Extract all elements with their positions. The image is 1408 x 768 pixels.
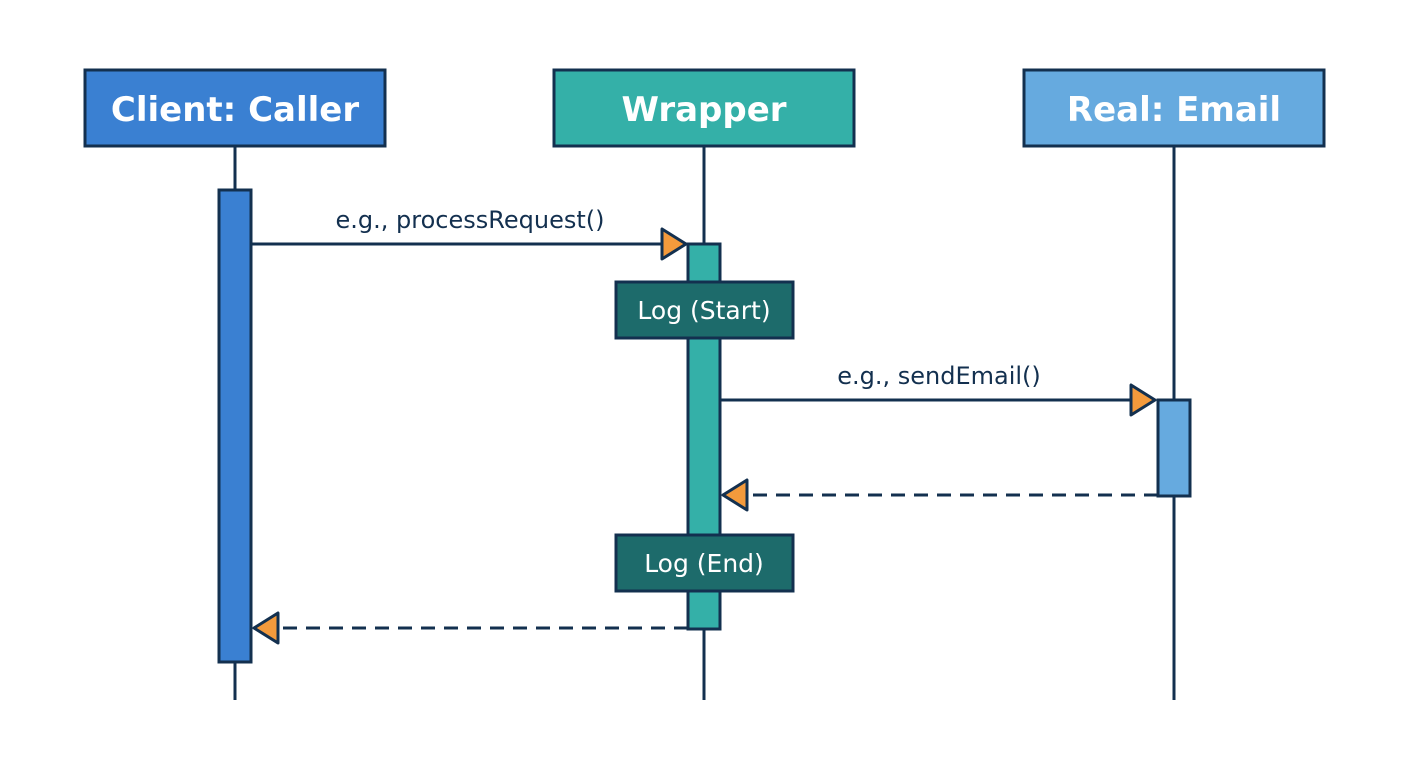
note-log-start-label: Log (Start) (637, 296, 770, 325)
activation-real (1156, 398, 1192, 498)
activation-client (217, 188, 253, 664)
participant-wrapper-box (552, 68, 856, 148)
arrowhead-icon (1129, 383, 1157, 417)
note-log-end: Log (End) (614, 533, 795, 593)
note-log-end-box (614, 533, 795, 593)
participant-real-label: Real: Email (1067, 90, 1281, 130)
participant-real-box (1022, 68, 1326, 148)
participant-client-label: Client: Caller (111, 90, 359, 130)
message-return-wrapper (252, 611, 688, 645)
participant-client: Client: Caller (83, 68, 387, 148)
arrowhead-icon (660, 227, 688, 261)
arrowhead-icon (252, 611, 280, 645)
note-log-start: Log (Start) (614, 280, 795, 340)
participant-wrapper-label: Wrapper (621, 90, 786, 130)
participant-client-box (83, 68, 387, 148)
note-log-end-label: Log (End) (644, 549, 764, 578)
message-process-request: e.g., processRequest() (251, 206, 688, 261)
message-process-request-label: e.g., processRequest() (336, 206, 605, 234)
message-return-real (721, 478, 1158, 512)
participant-wrapper: Wrapper (552, 68, 856, 148)
message-send-email-label: e.g., sendEmail() (837, 362, 1041, 390)
note-log-start-box (614, 280, 795, 340)
message-send-email: e.g., sendEmail() (720, 362, 1157, 417)
arrowhead-icon (721, 478, 749, 512)
participant-real: Real: Email (1022, 68, 1326, 148)
